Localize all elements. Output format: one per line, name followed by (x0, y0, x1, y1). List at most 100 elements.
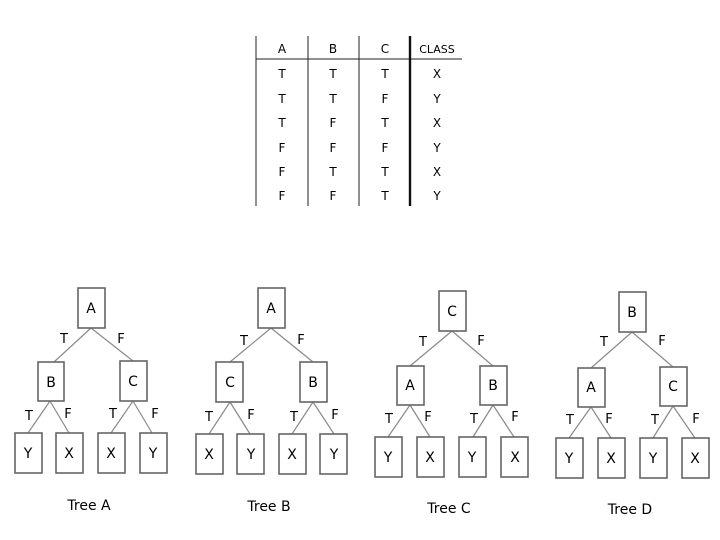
table-cell: T (380, 189, 389, 203)
tree-leaf: Y (329, 447, 339, 463)
edge-label-false: F (331, 408, 338, 423)
tree-caption: Tree D (607, 502, 652, 518)
table-cell: F (330, 141, 337, 155)
tree-left-node: A (586, 380, 596, 396)
tree-root-node: B (627, 305, 637, 321)
table-cell: T (328, 165, 337, 179)
table-header-b: B (329, 42, 337, 56)
tree-caption: Tree C (426, 501, 471, 517)
tree-leaf: X (64, 446, 74, 462)
table-row: T T F Y (277, 92, 441, 106)
tree-root-node: C (447, 304, 457, 320)
table-header-a: A (278, 42, 287, 56)
table-cell: T (328, 67, 337, 81)
table-cell: Y (432, 92, 441, 106)
tree-leaf: X (106, 446, 116, 462)
tree-left-node: B (46, 375, 56, 391)
table-row: F F F Y (279, 141, 442, 155)
tree-leaf: X (425, 450, 435, 466)
table-cell: F (279, 165, 286, 179)
tree-leaf: Y (148, 446, 158, 462)
tree-right-node: B (308, 375, 318, 391)
tree-node-boxes (555, 291, 710, 479)
table-cell: F (382, 92, 389, 106)
edge-label-true: T (59, 332, 68, 347)
table-cell: X (433, 116, 441, 130)
edge-label-false: F (692, 412, 699, 427)
table-cell: T (277, 67, 286, 81)
table-cell: Y (432, 189, 441, 203)
table-row: F T T X (279, 165, 442, 179)
table-header-c: C (381, 42, 389, 56)
tree-edges (27, 327, 153, 434)
tree-right-node: B (488, 378, 498, 394)
edge-label-true: T (384, 412, 393, 427)
tree-node-boxes (14, 287, 168, 474)
tree-a: A B C Y X X Y T F T F T F Tree A (14, 287, 168, 514)
edge-label-true: T (204, 410, 213, 425)
edge-label-false: F (64, 407, 71, 422)
table-row: F F T Y (279, 189, 442, 203)
edge-label-false: F (658, 334, 665, 349)
edge-label-true: T (239, 334, 248, 349)
table-cell: T (277, 92, 286, 106)
table-header-class: CLASS (419, 43, 455, 56)
table-cell: F (330, 116, 337, 130)
tree-node-boxes (374, 290, 529, 478)
tree-leaf: Y (564, 451, 574, 467)
table-cell: X (433, 67, 441, 81)
tree-root-node: A (86, 301, 96, 317)
edge-label-true: T (24, 409, 33, 424)
table-row: T T T X (277, 67, 441, 81)
tree-c: C A B Y X Y X T F T F T F Tree C (374, 290, 529, 517)
edge-label-false: F (511, 410, 518, 425)
table-cell: T (277, 116, 286, 130)
table-cell: F (330, 189, 337, 203)
tree-left-node: C (225, 375, 235, 391)
tree-leaf: Y (648, 451, 658, 467)
tree-edges (208, 327, 335, 435)
edge-label-false: F (605, 412, 612, 427)
tree-leaf: Y (467, 450, 477, 466)
edge-label-true: T (469, 412, 478, 427)
table-row: T F T X (277, 116, 441, 130)
tree-caption: Tree A (66, 498, 111, 514)
table-cell: T (380, 165, 389, 179)
tree-leaf: X (287, 447, 297, 463)
table-cell: F (279, 141, 286, 155)
tree-caption: Tree B (246, 499, 290, 515)
edge-label-true: T (418, 335, 427, 350)
tree-leaf: Y (383, 450, 393, 466)
tree-right-node: C (128, 374, 138, 390)
tree-leaf: Y (246, 447, 256, 463)
edge-label-true: T (650, 413, 659, 428)
tree-leaf: X (510, 450, 520, 466)
edge-label-true: T (108, 407, 117, 422)
table-cell: F (279, 189, 286, 203)
edge-label-false: F (117, 332, 124, 347)
tree-root-node: A (266, 301, 276, 317)
edge-label-false: F (477, 334, 484, 349)
tree-edges (568, 331, 696, 439)
tree-d: B A C Y X Y X T F T F T F Tree D (555, 291, 710, 518)
edge-label-true: T (599, 335, 608, 350)
table-cell: T (380, 116, 389, 130)
tree-right-node: C (668, 379, 678, 395)
edge-label-false: F (297, 333, 304, 348)
table-cell: T (328, 92, 337, 106)
table-cell: X (433, 165, 441, 179)
edge-label-false: F (424, 410, 431, 425)
edge-label-false: F (247, 408, 254, 423)
edge-label-true: T (289, 410, 298, 425)
tree-leaf: Y (23, 446, 33, 462)
tree-leaf: X (204, 447, 214, 463)
table-cell: Y (432, 141, 441, 155)
edge-label-true: T (565, 413, 574, 428)
tree-b: A C B X Y X Y T F T F T F Tree B (195, 287, 348, 515)
tree-leaf: X (690, 451, 700, 467)
tree-left-node: A (405, 378, 415, 394)
tree-edges (387, 330, 515, 438)
tree-leaf: X (606, 451, 616, 467)
table-cell: T (380, 67, 389, 81)
